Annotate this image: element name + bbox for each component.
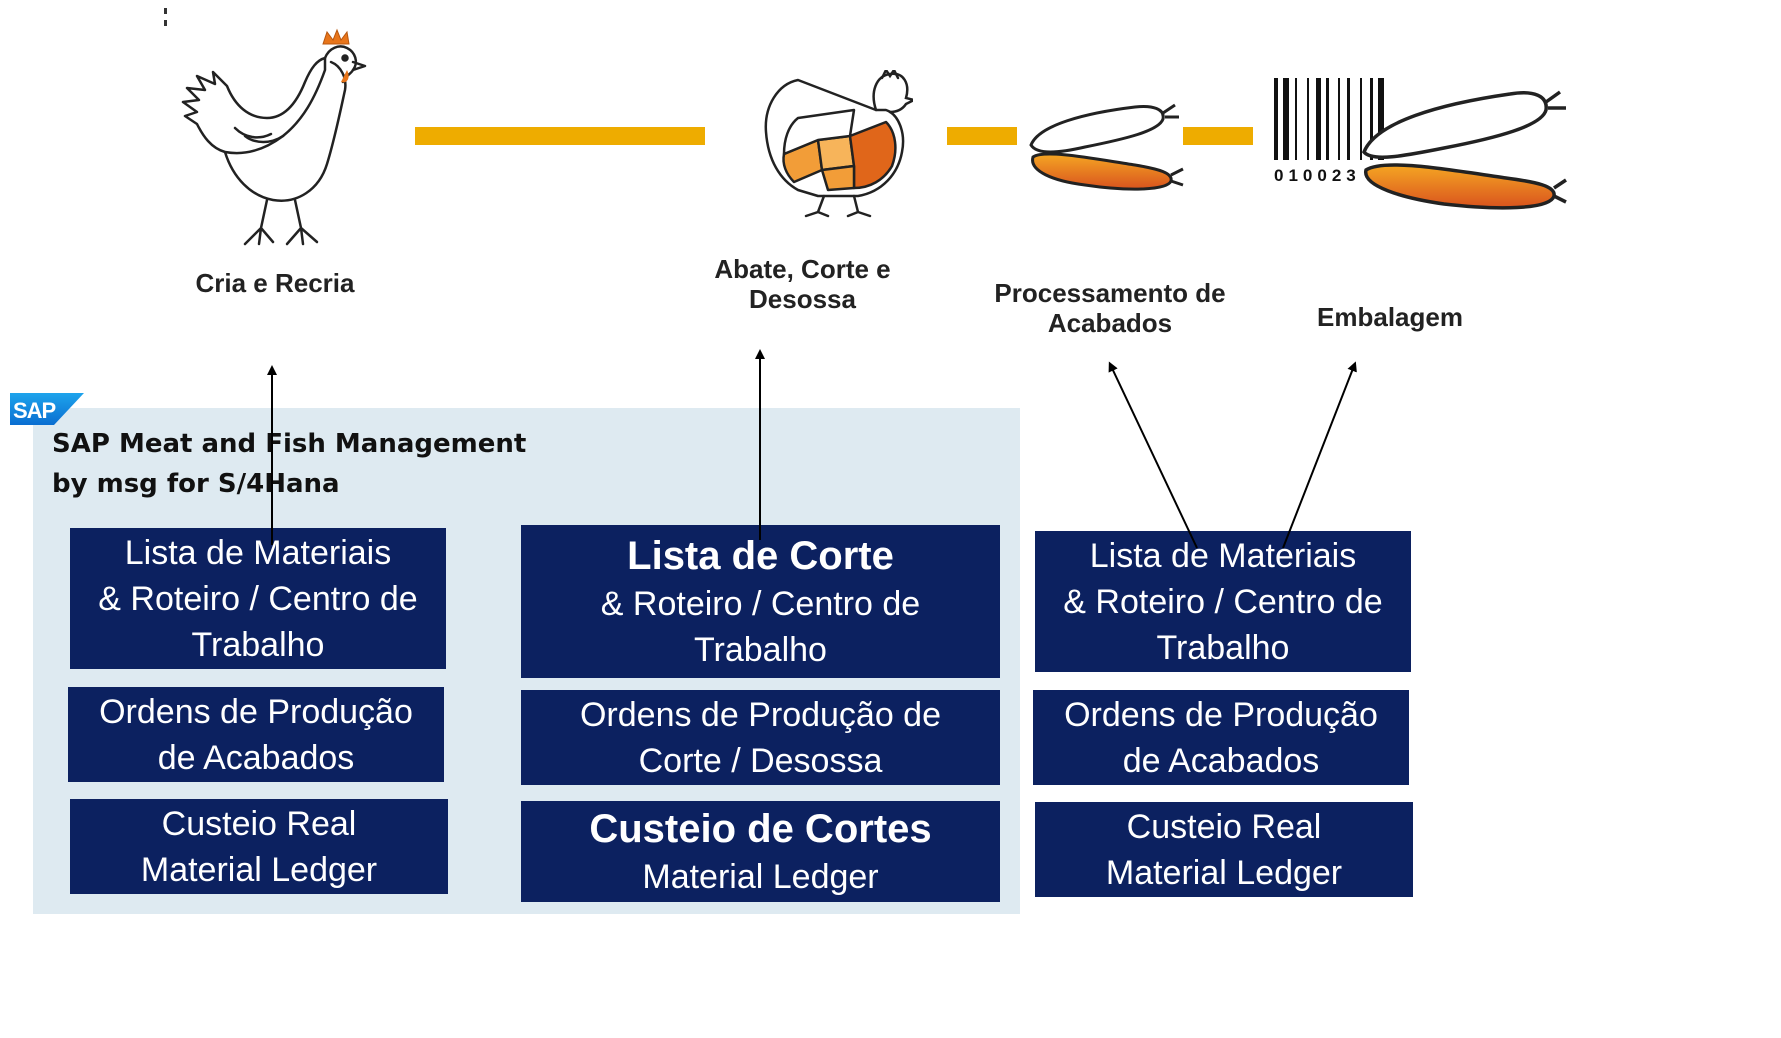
chicken-icon: [181, 28, 367, 246]
chicken-cuts-icon: [764, 70, 913, 218]
sausage-package-icon: [1361, 90, 1567, 210]
box-line: & Roteiro / Centro de: [1063, 582, 1383, 621]
box-line: de Acabados: [157, 738, 355, 777]
arrow-to-processamento: [1108, 361, 1198, 549]
box-line: Material Ledger: [1105, 853, 1343, 892]
barcode-bar: [1307, 78, 1309, 160]
product-title: SAP Meat and Fish Management by msg for …: [52, 429, 527, 499]
box-line: Material Ledger: [140, 850, 378, 889]
box-headline: Lista de Corte: [627, 533, 894, 578]
barcode-bar: [1316, 78, 1321, 160]
barcode-bar: [1295, 78, 1297, 160]
actual-costing-box: Custeio Real Material Ledger: [70, 799, 448, 894]
arrow-to-embalagem: [1282, 361, 1357, 549]
box-headline: Custeio de Cortes: [589, 806, 932, 851]
stage-label-cria: Cria e Recria: [195, 268, 355, 298]
connector-bar: [947, 127, 1017, 145]
marker-dash: [164, 8, 167, 14]
box-line: Ordens de Produção: [1064, 695, 1378, 734]
barcode-bar: [1326, 78, 1329, 160]
box-line: Corte / Desossa: [638, 741, 883, 780]
production-orders-box: Ordens de Produção de Acabados: [68, 687, 444, 782]
cut-production-orders-box: Ordens de Produção de Corte / Desossa: [521, 690, 1000, 785]
box-line: Ordens de Produção de: [579, 695, 942, 734]
barcode-bar: [1370, 78, 1373, 160]
box-line: Trabalho: [1156, 628, 1290, 667]
box-line: Custeio Real: [161, 804, 357, 843]
sausage-icon: [1029, 103, 1184, 191]
stage-label-processamento: Processamento de Acabados: [994, 278, 1226, 338]
process-diagram: 010023 Cria e Recria Abate, Corte e Deso…: [10, 8, 1567, 914]
barcode-bar: [1378, 78, 1384, 160]
barcode-icon: 010023: [1274, 78, 1384, 184]
sap-logo-icon: SAP: [10, 393, 84, 425]
barcode-bar: [1274, 78, 1278, 160]
barcode-bar: [1283, 78, 1289, 160]
barcode-bar: [1360, 78, 1362, 160]
box-line: Trabalho: [191, 625, 325, 664]
box-line: & Roteiro / Centro de: [98, 579, 418, 618]
marker-dash: [164, 20, 167, 26]
bom-routing-box: Lista de Materiais & Roteiro / Centro de…: [1035, 531, 1411, 672]
arrows-overlay: [267, 349, 1357, 549]
svg-text:SAP: SAP: [13, 398, 56, 423]
stage-label-embalagem: Embalagem: [1317, 302, 1463, 332]
cut-costing-box: Custeio de Cortes Material Ledger: [521, 801, 1000, 902]
actual-costing-box: Custeio Real Material Ledger: [1035, 802, 1413, 897]
stage-label-abate: Abate, Corte e Desossa: [714, 254, 891, 314]
bom-routing-box: Lista de Materiais & Roteiro / Centro de…: [70, 528, 446, 669]
box-line: Custeio Real: [1126, 807, 1322, 846]
box-line: Lista de Materiais: [124, 533, 392, 572]
barcode-bar: [1338, 78, 1340, 160]
connector-bar: [415, 127, 705, 145]
box-line: de Acabados: [1122, 741, 1320, 780]
connector-bar: [1183, 127, 1253, 145]
cut-list-box: Lista de Corte & Roteiro / Centro de Tra…: [521, 525, 1000, 678]
box-line: & Roteiro / Centro de: [600, 584, 921, 623]
barcode-bar: [1347, 78, 1350, 160]
box-line: Material Ledger: [642, 857, 879, 896]
production-orders-box: Ordens de Produção de Acabados: [1033, 690, 1409, 785]
barcode-number: 010023: [1274, 166, 1361, 184]
box-line: Ordens de Produção: [99, 692, 413, 731]
box-line: Lista de Materiais: [1089, 536, 1357, 575]
box-line: Trabalho: [694, 630, 827, 669]
